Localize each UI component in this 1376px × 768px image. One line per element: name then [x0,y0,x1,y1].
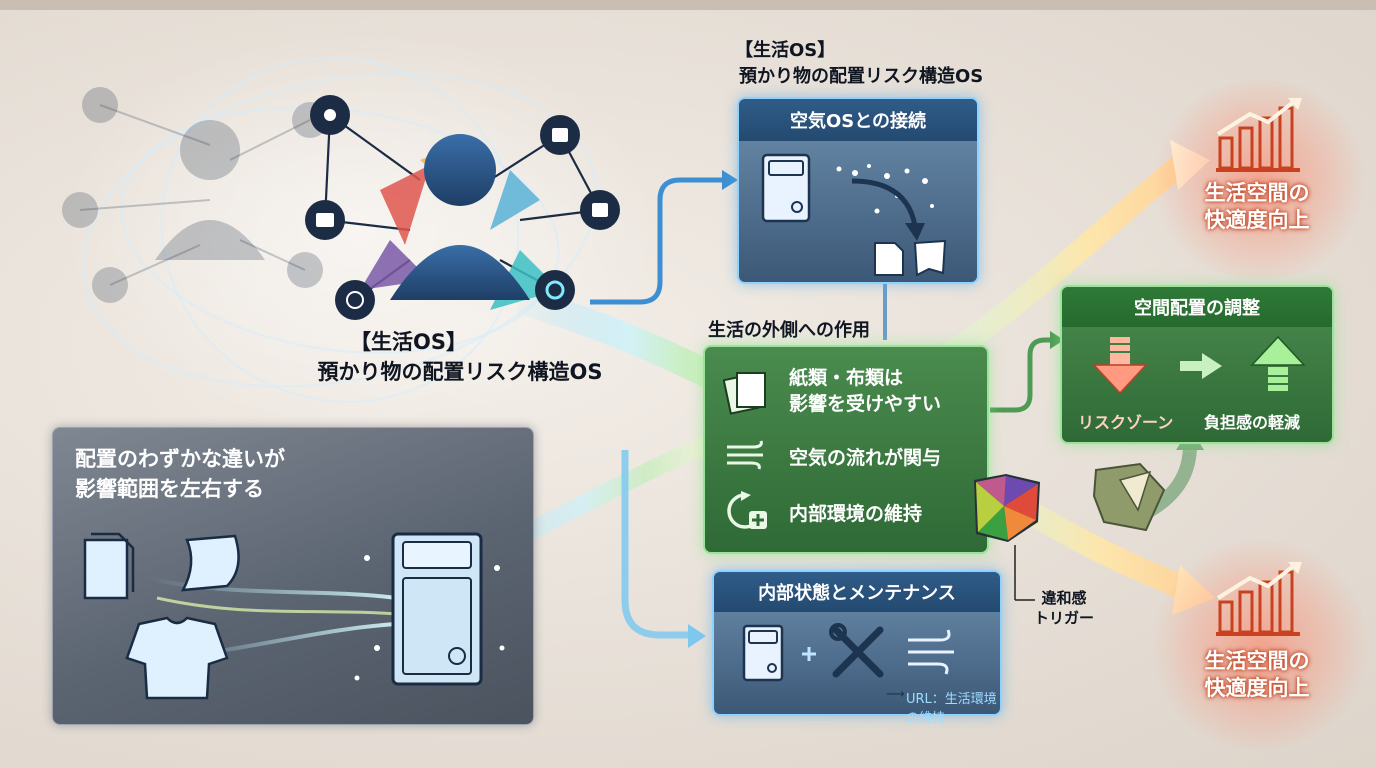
center-caption: 【生活OS】 預かり物の配置リスク構造OS [290,327,630,387]
growth-chart-icon-bottom [1216,562,1302,636]
left-panel-illustration [83,532,505,700]
left-panel-line2: 影響範囲を左右する [75,477,264,501]
layout-adjust-illustration [1092,335,1306,395]
document-stack-icon [83,532,135,600]
comfort-bottom-text: 生活空間の 快適度向上 [1192,648,1322,702]
maintenance-panel-title: 内部状態とメンテナンス [714,572,1000,612]
left-info-panel: 配置のわずかな違いが 影響範囲を左右する [52,427,534,725]
trigger-label-line2: トリガー [1034,609,1095,627]
storage-box-icon [391,532,483,686]
right-arrow-icon [1180,353,1222,379]
comfort-top-glow [1150,80,1370,280]
burden-reduction-label: 負担感の軽減 [1204,413,1301,432]
comfort-bottom-line1: 生活空間の [1204,649,1310,673]
external-panel-heading: 生活の外側への作用 [708,320,870,341]
folded-shape-graphic [1092,462,1166,532]
url-arrow-icon: ⟶ [886,687,905,702]
air-os-panel-title: 空気OSとの接続 [739,99,977,141]
layout-adjust-panel: 空間配置の調整 リスクゾーン 負担感の軽減 [1060,285,1334,444]
external-item-air-text: 空気の流れが関与 [789,447,942,469]
trigger-label: 違和感 トリガー [1034,588,1094,628]
external-item-internal-text: 内部環境の維持 [789,503,923,525]
external-item-paper: 紙類・布類は 影響を受けやすい [719,361,979,421]
external-item-paper-line1: 紙類・布類は [789,367,904,389]
airflow-icon [908,629,954,675]
tools-icon [829,623,884,678]
wind-icon [727,440,763,470]
shirt-icon [125,616,229,700]
particle-dots [354,555,505,681]
document-icon [874,242,904,276]
growth-chart-icon-top [1216,98,1302,172]
cloth-icon [913,239,947,276]
center-caption-line1: 【生活OS】 [350,330,467,354]
plus-icon [802,647,816,661]
left-panel-text: 配置のわずかな違いが 影響範囲を左右する [75,444,285,504]
header-caption-line1: 【生活OS】 [735,40,836,61]
top-border [0,0,1376,10]
network-person-graphic [62,87,620,320]
flow-arrow-icon [851,178,918,227]
trigger-icon [974,474,1040,542]
down-arrow-icon [1092,337,1148,395]
comfort-bottom-line2: 快適度向上 [1204,676,1310,700]
risk-zone-label: リスクゾーン [1078,413,1174,432]
comfort-top-text: 生活空間の 快適度向上 [1192,180,1322,234]
header-caption-line2: 預かり物の配置リスク構造OS [739,66,984,87]
air-particles-icon [836,164,934,214]
storage-cabinet-icon [761,153,811,223]
air-panel-illustration [761,153,947,276]
air-os-panel: 空気OSとの接続 [737,97,979,284]
external-item-paper-line2: 影響を受けやすい [789,393,942,415]
external-effect-panel: 紙類・布類は 影響を受けやすい 空気の流れが関与 内部環境の維持 [703,345,989,554]
left-panel-line1: 配置のわずかな違いが [75,447,285,471]
comfort-top-line2: 快適度向上 [1204,208,1310,232]
maintenance-url-link[interactable]: URL：生活環境の維持 [906,692,997,726]
paper-icon [723,372,766,415]
up-arrow-icon [1250,335,1306,391]
trigger-label-line1: 違和感 [1041,589,1087,607]
external-item-air: 空気の流れが関与 [719,435,979,475]
layout-adjust-title: 空間配置の調整 [1062,287,1332,327]
maintenance-panel: 内部状態とメンテナンス URL：生活環境の維持 ⟶ [712,570,1002,726]
comfort-top-line1: 生活空間の [1204,181,1310,205]
header-caption: 【生活OS】 預かり物の配置リスク構造OS [735,38,983,90]
cabinet-icon [742,624,784,682]
towel-icon [180,534,240,592]
center-caption-line2: 預かり物の配置リスク構造OS [317,360,603,384]
maintenance-illustration [742,623,954,682]
comfort-bottom-glow [1150,540,1370,750]
recycle-plus-icon [727,491,767,529]
external-item-internal: 内部環境の維持 [719,487,979,537]
